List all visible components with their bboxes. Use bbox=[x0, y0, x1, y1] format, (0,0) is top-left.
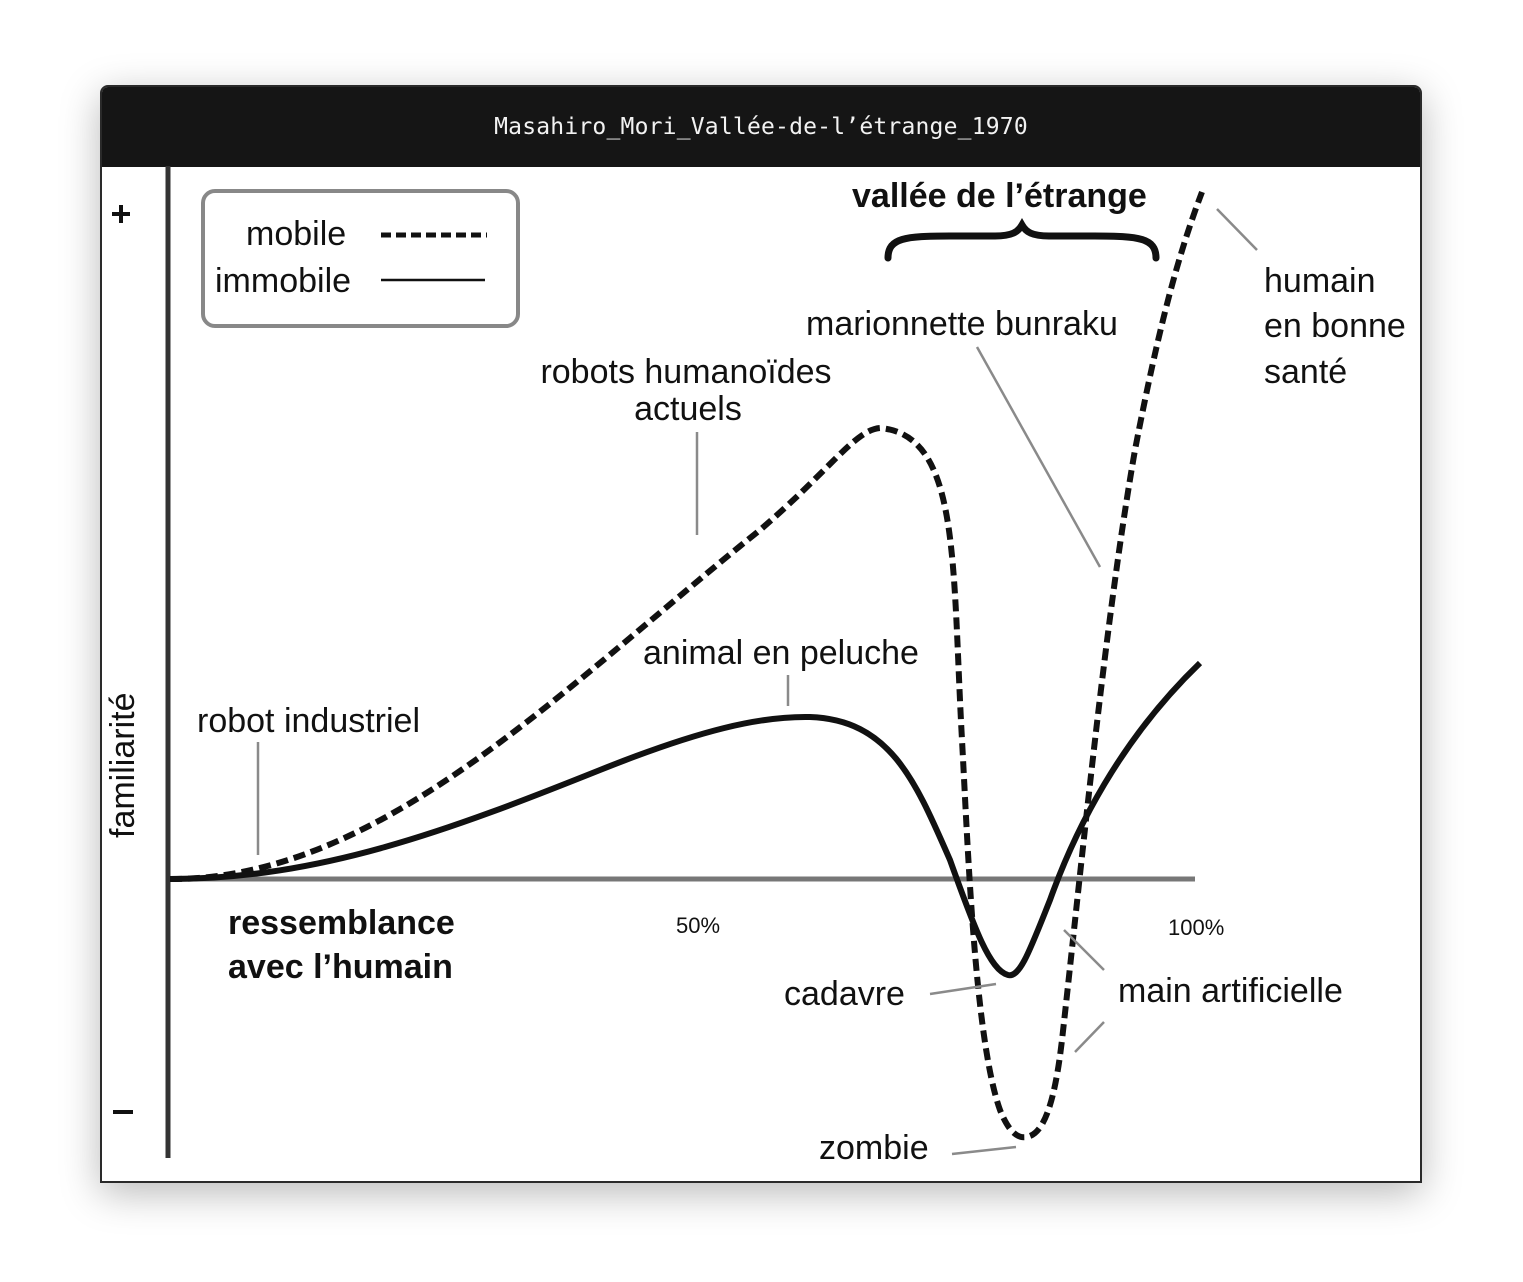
x-tick-100: 100% bbox=[1168, 915, 1224, 940]
label-robots-humanoides-2: actuels bbox=[634, 390, 742, 428]
legend: mobile immobile bbox=[201, 189, 520, 328]
legend-mobile-label: mobile bbox=[246, 215, 346, 253]
x-tick-50: 50% bbox=[676, 913, 720, 938]
leader-marionnette bbox=[975, 346, 1102, 568]
y-axis-label: familiarité bbox=[104, 693, 142, 838]
label-zombie: zombie bbox=[819, 1129, 929, 1167]
label-robot-industriel: robot industriel bbox=[197, 702, 420, 740]
leader-main-immobile bbox=[1063, 929, 1105, 971]
label-humain-1: humain bbox=[1264, 262, 1376, 300]
label-animal-peluche: animal en peluche bbox=[643, 634, 919, 672]
leader-cadavre bbox=[929, 982, 997, 996]
label-main-artificielle: main artificielle bbox=[1118, 972, 1343, 1010]
valley-brace bbox=[884, 217, 1160, 262]
window-title: Masahiro_Mori_Vallée-de-l’étrange_1970 bbox=[494, 114, 1028, 140]
leader-main-mobile bbox=[1074, 1021, 1105, 1053]
legend-box bbox=[201, 189, 520, 328]
title-bar: Masahiro_Mori_Vallée-de-l’étrange_1970 bbox=[102, 87, 1420, 167]
leader-zombie bbox=[951, 1145, 1017, 1156]
label-marionnette: marionnette bunraku bbox=[806, 305, 1118, 343]
legend-immobile-label: immobile bbox=[215, 262, 351, 300]
label-humain-2: en bonne bbox=[1264, 307, 1406, 345]
plus-sign-icon bbox=[112, 205, 130, 223]
label-cadavre: cadavre bbox=[784, 975, 905, 1013]
label-humain-3: santé bbox=[1264, 353, 1347, 391]
x-axis-label-line1: ressemblance bbox=[228, 904, 455, 942]
x-axis-label-line2: avec l’humain bbox=[228, 948, 453, 986]
label-robots-humanoides-1: robots humanoïdes bbox=[540, 353, 831, 391]
curve-immobile bbox=[169, 660, 1203, 979]
leader-humain bbox=[1216, 208, 1258, 251]
valley-title: vallée de l’étrange bbox=[852, 177, 1147, 215]
